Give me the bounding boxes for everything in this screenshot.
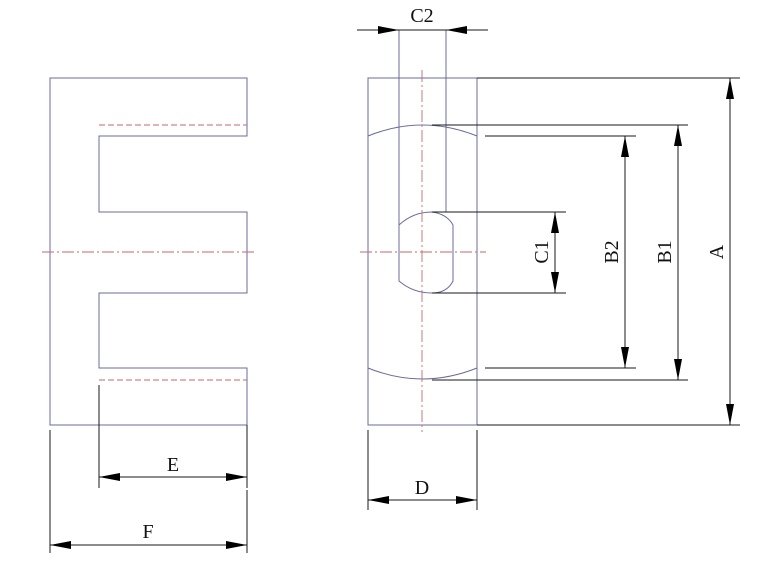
outer-leg-arc-top — [367, 124, 478, 137]
dimension-b2-label: B2 — [601, 240, 623, 263]
dimension-f: F — [49, 430, 248, 553]
dimension-c1: C1 — [432, 211, 566, 294]
dimension-b2: B2 — [485, 135, 636, 369]
dimension-d: D — [367, 430, 478, 510]
dimension-c2-arrow-right — [446, 26, 467, 34]
dimension-c1-arrow-bottom — [551, 272, 559, 293]
dimension-c2-label: C2 — [410, 5, 433, 27]
dimension-c1-label: C1 — [531, 240, 553, 263]
dimension-d-arrow-right — [456, 496, 477, 504]
dimension-c1-arrow-top — [551, 212, 559, 233]
dimension-c2-arrow-left — [378, 26, 399, 34]
dimension-e: E — [98, 385, 248, 488]
e-core-outline — [49, 77, 248, 426]
dimension-b2-arrow-bottom — [621, 347, 629, 368]
dimension-b1: B1 — [432, 124, 688, 381]
outer-leg-arc-bottom — [367, 367, 478, 380]
dimension-b1-arrow-top — [674, 125, 682, 146]
dimension-e-arrow-right — [226, 473, 247, 481]
dimension-b1-arrow-bottom — [674, 359, 682, 380]
dimension-a: A — [477, 77, 740, 426]
dimension-c2: C2 — [357, 5, 488, 34]
dimension-e-arrow-left — [99, 473, 120, 481]
core-side-view — [360, 30, 486, 432]
dimension-f-arrow-right — [226, 541, 247, 549]
e-core-front-view — [42, 77, 255, 426]
dimension-f-label: F — [142, 521, 153, 543]
center-post-outline — [398, 211, 454, 294]
dimension-d-label: D — [415, 477, 429, 499]
dimension-d-arrow-left — [368, 496, 389, 504]
dimension-b2-arrow-top — [621, 136, 629, 157]
dimension-f-arrow-left — [50, 541, 71, 549]
dimension-a-label: A — [706, 244, 728, 259]
dimension-a-arrow-bottom — [726, 404, 734, 425]
dimension-e-label: E — [167, 454, 179, 476]
dimension-b1-label: B1 — [654, 240, 676, 263]
dimension-a-arrow-top — [726, 78, 734, 99]
side-view-outline — [367, 77, 478, 426]
